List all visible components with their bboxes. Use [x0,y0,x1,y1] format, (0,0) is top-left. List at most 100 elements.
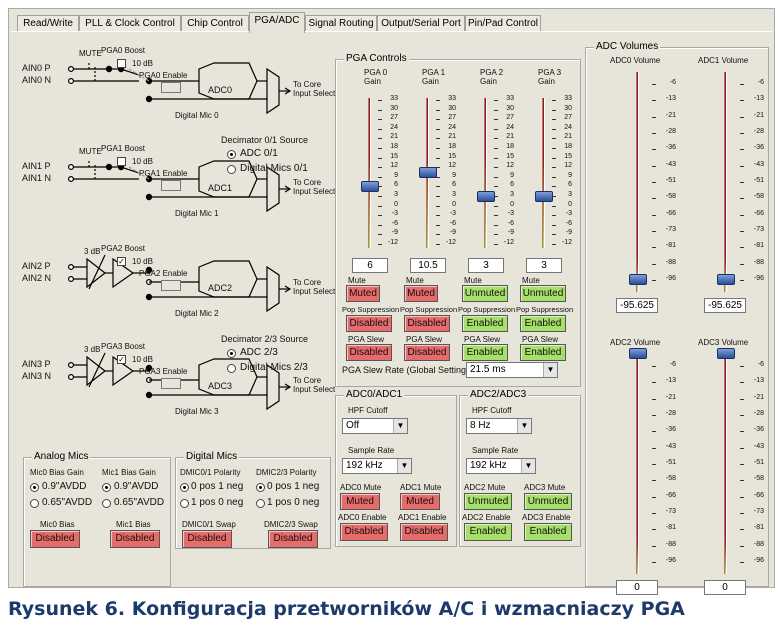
dec01-dmic-radio[interactable] [227,165,236,174]
pga3-slew-button[interactable]: Enabled [520,344,566,361]
adc2-scale-label: -21 [665,393,676,401]
adc0-enable-button[interactable]: Disabled [340,523,388,541]
mic1-bias-button[interactable]: Disabled [110,530,160,548]
adc1-tick [740,165,744,167]
tab-read-write[interactable]: Read/Write [17,15,79,32]
pga0-boost-checkbox[interactable] [117,59,126,68]
pga1-mute-button[interactable]: Muted [404,285,438,302]
dmic01-swap-button[interactable]: Disabled [182,530,232,548]
tab-pll-clock[interactable]: PLL & Clock Control [79,15,181,32]
adc1-volume-value[interactable]: -95.625 [704,298,746,313]
dmic01-pos-neg-radio[interactable] [180,483,189,492]
pga3-tick [552,205,556,207]
pga2-gain-value[interactable]: 3 [468,258,504,273]
pga0-pop-button[interactable]: Disabled [346,315,392,332]
pga1-enable-toggle[interactable] [161,180,181,191]
pga3-tick [552,138,556,140]
pga2-scale-label: 30 [506,104,514,112]
adc0-tick [652,214,656,216]
adc0-mute-button[interactable]: Muted [340,493,380,510]
pga2-pop-button[interactable]: Enabled [462,315,508,332]
mute-label-0: MUTE [79,49,102,58]
pga1-boost-checkbox[interactable] [117,157,126,166]
pga0-enable-toggle[interactable] [161,82,181,93]
adc2-volume-slider-thumb[interactable] [629,347,647,359]
pga2-boost-checkbox[interactable]: ✓ [117,257,126,266]
dec01-adc-radio[interactable] [227,150,236,159]
pga0-tick [378,186,382,188]
adc2-tick [652,415,656,416]
adc23-title: ADC2/ADC3 [468,389,529,400]
adc0-volume-slider-thumb[interactable] [629,274,647,286]
mic1-gain-09-radio[interactable] [102,483,111,492]
pga3-enable-toggle[interactable] [161,378,181,389]
pga1-slew-button[interactable]: Disabled [404,344,450,361]
pga0-slew-button[interactable]: Disabled [346,344,392,361]
adc1-mute-button[interactable]: Muted [400,493,440,510]
pga3-boost-checkbox[interactable]: ✓ [117,355,126,364]
adc1-scale-label: -13 [753,95,764,103]
pga2-mute-button[interactable]: Unmuted [462,285,508,302]
adc0-tick [652,84,656,85]
pga0-gain-slider-thumb[interactable] [361,181,379,193]
adc2-tick [652,529,656,531]
adc3-tick [740,382,744,384]
adc3-tick [740,562,744,563]
mic0-bias-button[interactable]: Disabled [30,530,80,548]
dmic23-pos-neg-radio[interactable] [256,483,265,492]
tab-pin-pad[interactable]: Pin/Pad Control [465,15,541,32]
adc3-volume-value[interactable]: 0 [704,580,746,595]
dmic01-neg-pos-radio[interactable] [180,499,189,508]
pga0-mute-button[interactable]: Muted [346,285,380,302]
dec23-adc-radio[interactable] [227,349,236,358]
adc2-volume-label: ADC2 Volume [610,338,661,347]
analog-mics-group: Analog Mics Mic0 Bias Gain Mic1 Bias Gai… [23,451,171,587]
pga3-pop-button[interactable]: Enabled [520,315,566,332]
adc1-volume-slider-thumb[interactable] [717,274,735,286]
adc1-enable-button[interactable]: Disabled [400,523,448,541]
pga2-slew-button[interactable]: Enabled [462,344,508,361]
pga0-scale-label: 33 [390,95,398,102]
pga1-tick [436,167,440,169]
adc3-mute-button[interactable]: Unmuted [524,493,572,510]
pga-slew-rate-select[interactable]: 21.5 ms ▼ [466,362,558,378]
adc0-scale-label: -51 [665,177,676,184]
adc0-volume-value[interactable]: -95.625 [616,298,658,313]
tab-output-serial[interactable]: Output/Serial Port [377,15,465,32]
adc3-enable-button[interactable]: Enabled [524,523,572,541]
pga1-gain-value[interactable]: 10.5 [410,258,446,273]
mic1-gain-065-radio[interactable] [102,499,111,508]
adc2-mute-button[interactable]: Unmuted [464,493,512,510]
dmic23-swap-button[interactable]: Disabled [268,530,318,548]
pga1-pop-button[interactable]: Disabled [404,315,450,332]
dec23-dmic-radio[interactable] [227,364,236,373]
pga1-scale-label: 6 [452,181,456,189]
pga3-gain-value[interactable]: 3 [526,258,562,273]
input-label-ain1n: AIN1 N [22,173,52,183]
input-select-label-1: Input Select [293,187,336,196]
pga2-gain-slider-thumb[interactable] [477,191,495,202]
adc01-sr-select[interactable]: 192 kHz ▼ [342,458,412,474]
pga3-mute-button[interactable]: Unmuted [520,285,566,302]
pga0-gain-track [368,98,371,248]
pga2-tick [494,205,498,207]
pga3-gain-slider-thumb[interactable] [535,191,553,202]
pga2-enable-toggle[interactable] [161,280,181,291]
tab-signal-routing[interactable]: Signal Routing [305,15,377,32]
mic0-gain-09-radio[interactable] [30,483,39,492]
pga1-gain-slider-thumb[interactable] [419,167,437,178]
adc2-enable-button[interactable]: Enabled [464,523,512,541]
pga0-gain-value[interactable]: 6 [352,258,388,273]
adc23-sr-select[interactable]: 192 kHz ▼ [466,458,536,474]
tab-chip-control[interactable]: Chip Control [181,15,249,32]
tab-pga-adc[interactable]: PGA/ADC [249,12,305,33]
mic0-gain-065-radio[interactable] [30,499,39,508]
pga0-gain-subtitle: Gain [364,77,381,86]
adc3-volume-slider-thumb[interactable] [717,347,735,359]
adc01-group: ADC0/ADC1 HPF Cutoff Off ▼ Sample Rate 1… [335,389,457,547]
adc01-hpf-select[interactable]: Off ▼ [342,418,408,434]
adc1-scale-label: -58 [753,193,764,201]
dmic23-neg-pos-radio[interactable] [256,499,265,508]
adc23-hpf-select[interactable]: 8 Hz ▼ [466,418,532,434]
adc2-volume-value[interactable]: 0 [616,580,658,595]
